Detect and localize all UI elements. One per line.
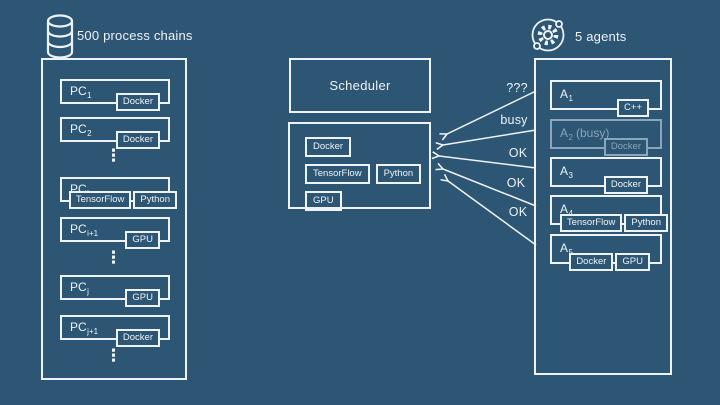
agent-row-2-busy: A2(busy) Docker: [550, 119, 662, 156]
gear-icon: [528, 14, 568, 56]
agent-row-4: A4 TensorFlow Python: [550, 195, 668, 232]
tag-tensorflow: TensorFlow: [305, 164, 370, 184]
arrow-agent4: [443, 169, 537, 207]
tag-python: Python: [133, 191, 177, 209]
agents-count-label: 5 agents: [575, 29, 627, 44]
agent-row-3: A3 Docker: [550, 157, 662, 194]
tag-docker: Docker: [603, 138, 648, 156]
tag-docker: Docker: [115, 93, 160, 111]
process-chain-row-i: PCi TensorFlow Python: [60, 177, 177, 209]
ellipsis: ⋮: [105, 346, 122, 366]
arrow-agent1: [447, 90, 537, 134]
ellipsis: ⋮: [105, 146, 122, 166]
agent-row-1: A1 C++: [550, 80, 662, 117]
process-chain-row-j1: PCj+1 Docker: [60, 315, 170, 347]
process-chain-row-2: PC2 Docker: [60, 117, 170, 149]
tag-cpp: C++: [617, 99, 649, 117]
arrow-status-ok: OK: [506, 176, 526, 190]
scheduler-capabilities-box: Docker TensorFlow Python GPU: [288, 122, 431, 211]
tag-python: Python: [624, 214, 668, 232]
agent-label: A4: [560, 202, 573, 218]
agent-row-5: A5 Docker GPU: [550, 234, 662, 271]
agent-label: A1: [560, 87, 573, 103]
arrow-status-busy: busy: [500, 113, 528, 127]
process-chain-label: PCj: [70, 280, 89, 296]
arrow-status-ok: OK: [508, 146, 528, 160]
arrow-agent5: [448, 181, 537, 246]
process-chain-label: PCi+1: [70, 222, 99, 238]
tag-docker: Docker: [569, 253, 614, 271]
process-chain-row-1: PC1 Docker: [60, 79, 170, 111]
process-chains-count-label: 500 process chains: [77, 28, 193, 43]
tag-docker: Docker: [115, 329, 160, 347]
arrow-agent2: [443, 129, 537, 145]
process-chain-label: PCj+1: [70, 320, 99, 336]
arrow-status-unknown: ???: [506, 81, 528, 95]
scheduler-title: Scheduler: [329, 78, 391, 93]
process-chain-row-j: PCj GPU: [60, 275, 170, 307]
process-chain-label: PC1: [70, 84, 92, 100]
process-chains-container: PC1 Docker PC2 Docker ⋮ PCi TensorFlow P…: [41, 58, 187, 380]
database-icon: [45, 13, 75, 60]
tag-gpu: GPU: [125, 289, 160, 307]
ellipsis: ⋮: [105, 248, 122, 268]
tag-python: Python: [375, 164, 422, 184]
tag-tensorflow: TensorFlow: [559, 214, 623, 232]
agents-container: A1 C++ A2(busy) Docker A3 Docker A4 Tens…: [534, 58, 672, 375]
tag-gpu: GPU: [305, 191, 342, 211]
agent-label: A2(busy): [560, 126, 610, 142]
tag-tensorflow: TensorFlow: [68, 191, 132, 209]
process-chain-row-i1: PCi+1 GPU: [60, 217, 170, 249]
tag-gpu: GPU: [615, 253, 650, 271]
tag-gpu: GPU: [125, 231, 160, 249]
tag-docker: Docker: [115, 131, 160, 149]
agent-label: A3: [560, 164, 573, 180]
tag-docker: Docker: [603, 176, 648, 194]
tag-docker: Docker: [305, 137, 352, 157]
scheduler-box: Scheduler: [289, 58, 431, 113]
arrow-agent3: [439, 156, 537, 169]
arrow-status-ok: OK: [508, 205, 528, 219]
process-chain-label: PC2: [70, 122, 92, 138]
agent-label: A5: [560, 241, 573, 257]
